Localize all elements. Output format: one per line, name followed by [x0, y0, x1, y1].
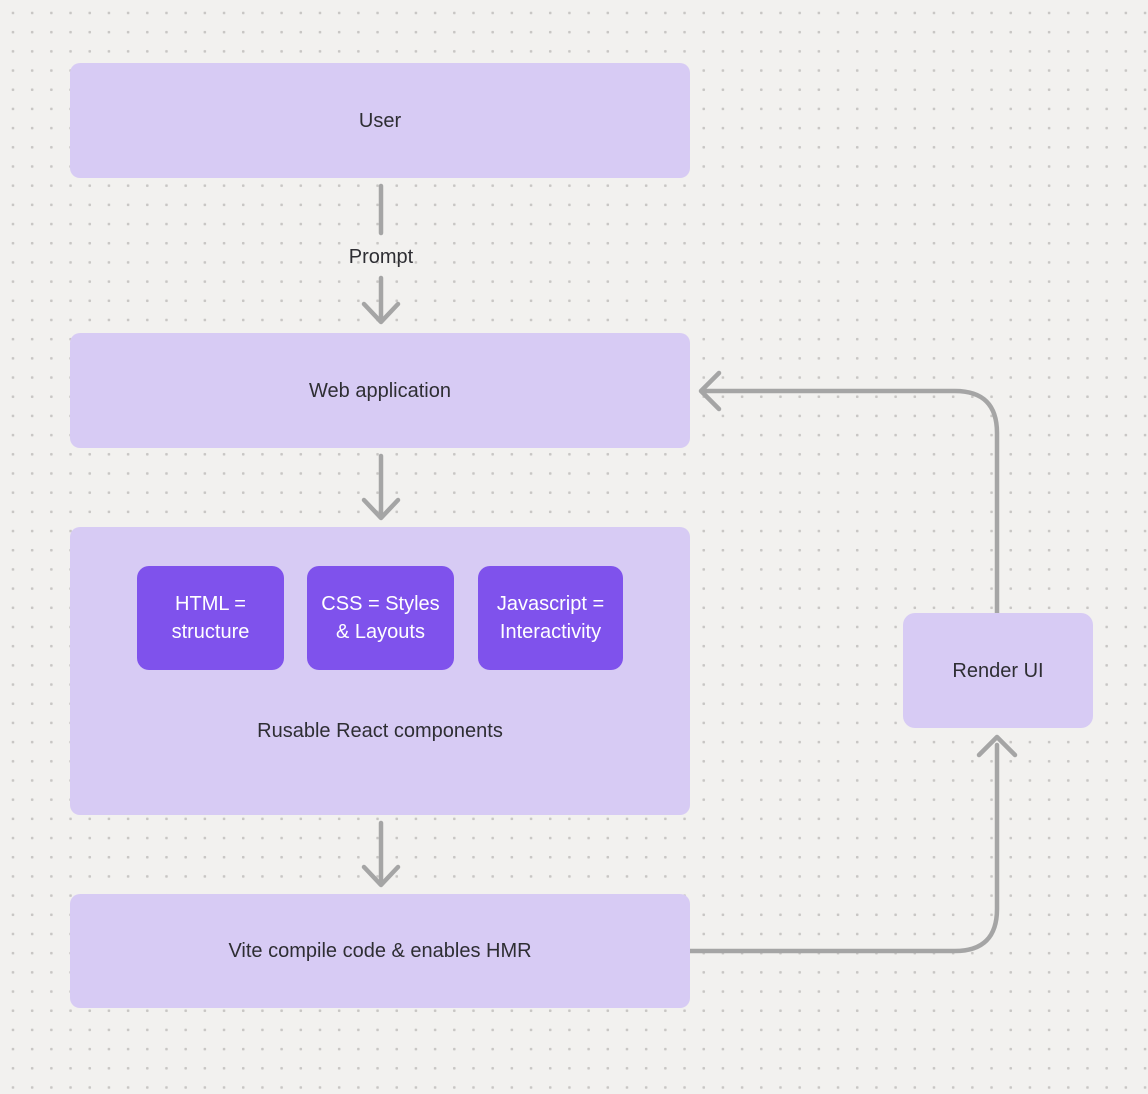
node-render-ui[interactable]: Render UI	[903, 613, 1093, 728]
arrow-left-icon	[698, 370, 722, 412]
node-label: Web application	[309, 379, 451, 402]
edge-label-prompt: Prompt	[348, 246, 414, 268]
edge-line-segment[interactable]	[687, 742, 1000, 954]
node-label: Vite compile code & enables HMR	[228, 940, 532, 962]
arrow-down-icon	[361, 301, 401, 325]
edge-line-segment[interactable]	[703, 388, 1000, 616]
edge-render-ui-to-web[interactable]	[698, 370, 1000, 616]
edge-user-to-web[interactable]	[361, 183, 401, 325]
node-javascript[interactable]: Javascript = Interactivity	[478, 566, 623, 670]
node-web-application[interactable]: Web application	[70, 333, 690, 448]
edge-web-to-components[interactable]	[361, 453, 401, 521]
node-label: CSS = Styles & Layouts	[321, 593, 440, 643]
arrow-down-icon	[361, 864, 401, 888]
node-label: Render UI	[952, 659, 1044, 682]
node-html[interactable]: HTML = structure	[137, 566, 284, 670]
node-css[interactable]: CSS = Styles & Layouts	[307, 566, 454, 670]
arrow-up-icon	[976, 734, 1018, 758]
edge-vite-to-render-ui[interactable]	[687, 734, 1018, 954]
edge-components-to-vite[interactable]	[361, 820, 401, 888]
node-vite[interactable]: Vite compile code & enables HMR	[70, 894, 690, 1008]
node-label: HTML = structure	[171, 593, 250, 643]
group-label: Rusable React components	[257, 720, 503, 742]
node-user[interactable]: User	[70, 63, 690, 178]
node-label: Javascript = Interactivity	[496, 593, 605, 643]
arrow-down-icon	[361, 497, 401, 521]
node-react-components-group[interactable]: HTML = structure CSS = Styles & Layouts …	[70, 527, 690, 815]
node-label: User	[358, 109, 402, 132]
